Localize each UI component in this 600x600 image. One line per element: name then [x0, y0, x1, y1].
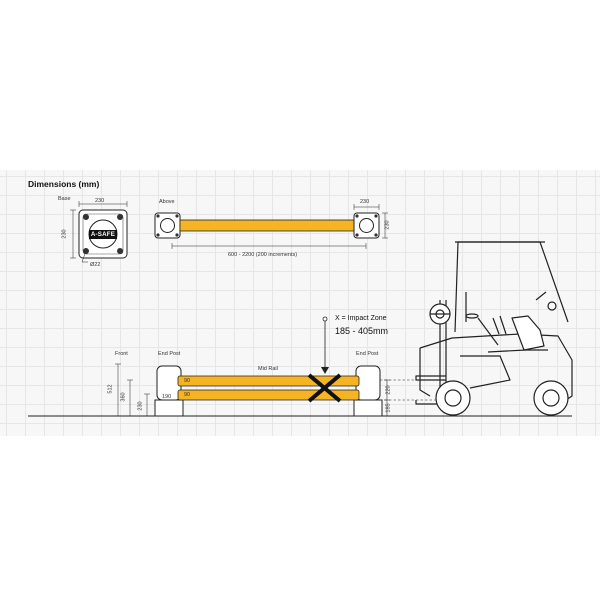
- rail-gap: 190: [162, 394, 172, 400]
- front-view: [115, 316, 437, 417]
- right-upper-dim: 220: [385, 385, 392, 395]
- height-lower-rail: 230: [137, 401, 144, 411]
- front-label: Front: [115, 351, 128, 357]
- impact-zone-label: X = Impact Zone: [335, 315, 387, 322]
- asafe-logo: A-SAFE: [90, 231, 116, 238]
- impact-zone-range: 185 - 405mm: [335, 326, 389, 336]
- end-post-right-label: End Post: [356, 351, 379, 357]
- rail-lower-height: 90: [184, 392, 191, 398]
- base-width: 230: [95, 198, 105, 204]
- height-upper-rail: 360: [120, 392, 127, 402]
- rail-upper-height: 90: [184, 378, 191, 384]
- base-label: Base: [58, 196, 71, 202]
- forklift-illustration: [415, 241, 573, 416]
- above-view: [154, 204, 388, 249]
- end-post-left-label: End Post: [158, 351, 181, 357]
- diagram-title: Dimensions (mm): [28, 179, 100, 189]
- above-label: Above: [159, 199, 175, 205]
- base-plate: [70, 201, 128, 263]
- base-hole-diameter: Ø22: [90, 262, 101, 268]
- above-span: 600 - 2200 (200 increments): [228, 252, 298, 258]
- mid-rail-label: Mid Rail: [258, 366, 278, 372]
- base-height: 230: [61, 229, 68, 239]
- above-end-height: 230: [384, 220, 391, 230]
- height-total: 512: [107, 384, 114, 394]
- right-lower-dim: 185: [385, 403, 392, 413]
- above-end-width: 230: [360, 199, 370, 205]
